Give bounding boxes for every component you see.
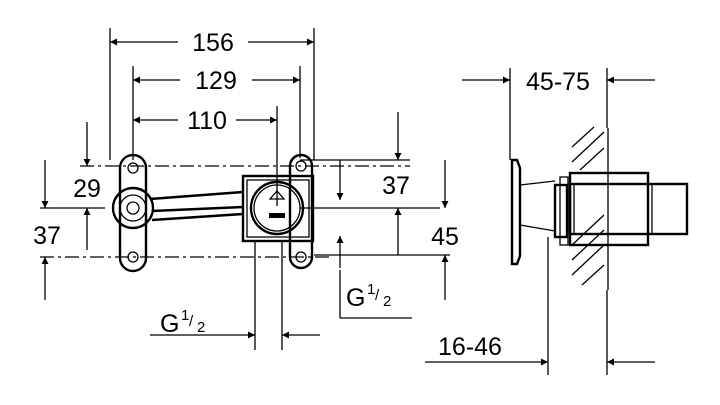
dim-129: 129	[132, 66, 301, 160]
dim-110-label: 110	[187, 107, 227, 135]
valve-front-view	[111, 153, 315, 273]
thread-right-den: 2	[383, 293, 391, 310]
dim-37-right: 37	[300, 112, 410, 255]
thread-bottom-g: G	[160, 310, 179, 338]
dim-129-label: 129	[195, 67, 237, 95]
dim-37-left-label: 37	[33, 222, 61, 250]
dim-37-right-label: 37	[382, 172, 410, 200]
thread-right: G 1 / 2	[336, 236, 412, 319]
dim-45: 45	[431, 160, 459, 300]
fraction-slash: /	[375, 287, 380, 304]
dim-110: 110	[133, 106, 278, 200]
thread-bottom: G 1 / 2	[150, 242, 320, 350]
dim-37-left: 37	[33, 160, 61, 300]
dim-16-46-label: 16-46	[438, 333, 502, 361]
dim-45-75-label: 45-75	[526, 68, 590, 96]
thread-right-num: 1	[367, 281, 375, 298]
fraction-slash: /	[189, 313, 194, 330]
thread-bottom-num: 1	[181, 307, 189, 324]
dim-29: 29	[73, 122, 101, 250]
dim-156: 156	[109, 28, 315, 160]
thread-right-g: G	[346, 284, 365, 312]
dim-29-label: 29	[73, 175, 101, 203]
dim-45-label: 45	[431, 223, 459, 251]
dim-156-label: 156	[192, 29, 234, 57]
valve-side-view: 45-75 16-46	[425, 68, 689, 375]
thread-bottom-den: 2	[197, 319, 205, 336]
